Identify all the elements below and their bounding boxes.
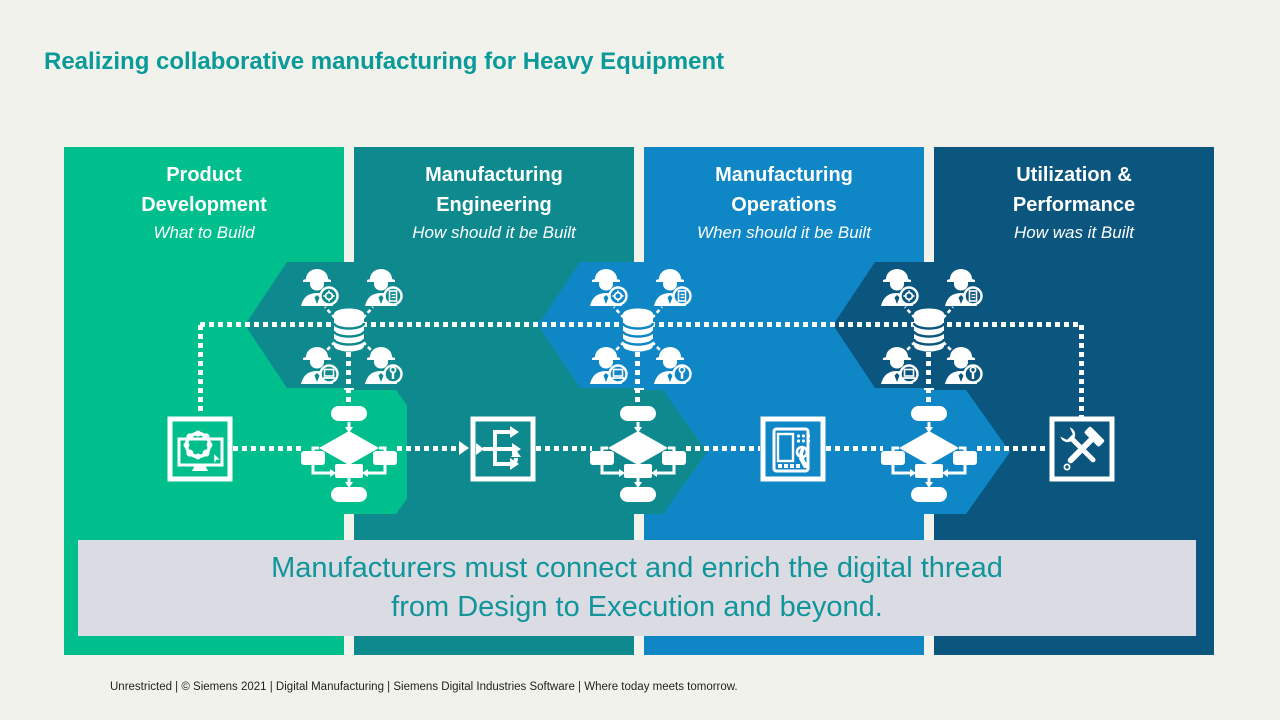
thread-drop-line <box>198 325 203 415</box>
footer-text: Unrestricted | © Siemens 2021 | Digital … <box>110 681 738 693</box>
banner-line2: from Design to Execution and beyond. <box>391 591 883 623</box>
flow-connector <box>536 446 592 451</box>
collaboration-hub-icon <box>869 266 989 386</box>
flow-connector <box>686 446 760 451</box>
phase-subtitle: How was it Built <box>1014 223 1134 242</box>
flow-connector <box>826 446 883 451</box>
phase-subtitle: What to Build <box>153 223 255 242</box>
banner-line1: Manufacturers must connect and enrich th… <box>271 552 1003 584</box>
collaboration-hub-icon <box>289 266 409 386</box>
flow-connector <box>397 446 459 451</box>
hub-drop-line <box>926 352 931 406</box>
slide-title: Realizing collaborative manufacturing fo… <box>44 48 725 75</box>
design-monitor-icon <box>167 416 233 482</box>
phase-subtitle: How should it be Built <box>412 223 576 242</box>
hub-drop-line <box>346 352 351 406</box>
flow-connector <box>977 446 1049 451</box>
collaboration-hub-icon <box>578 266 698 386</box>
flow-connector <box>233 446 303 451</box>
phase-title: Utilization &Performance <box>1012 164 1136 216</box>
thread-drop-line <box>1079 325 1084 417</box>
process-flowchart-icon <box>299 403 399 503</box>
hub-drop-line <box>635 352 640 406</box>
message-banner: Manufacturers must connect and enrich th… <box>78 540 1196 636</box>
process-flowchart-icon <box>588 403 688 503</box>
connector-arrow-icon <box>459 441 469 455</box>
hmi-control-panel-icon <box>760 416 826 482</box>
process-flowchart-icon <box>879 403 979 503</box>
maintenance-tools-icon <box>1049 416 1115 482</box>
phase-subtitle: When should it be Built <box>697 223 871 242</box>
process-routing-icon <box>470 416 536 482</box>
